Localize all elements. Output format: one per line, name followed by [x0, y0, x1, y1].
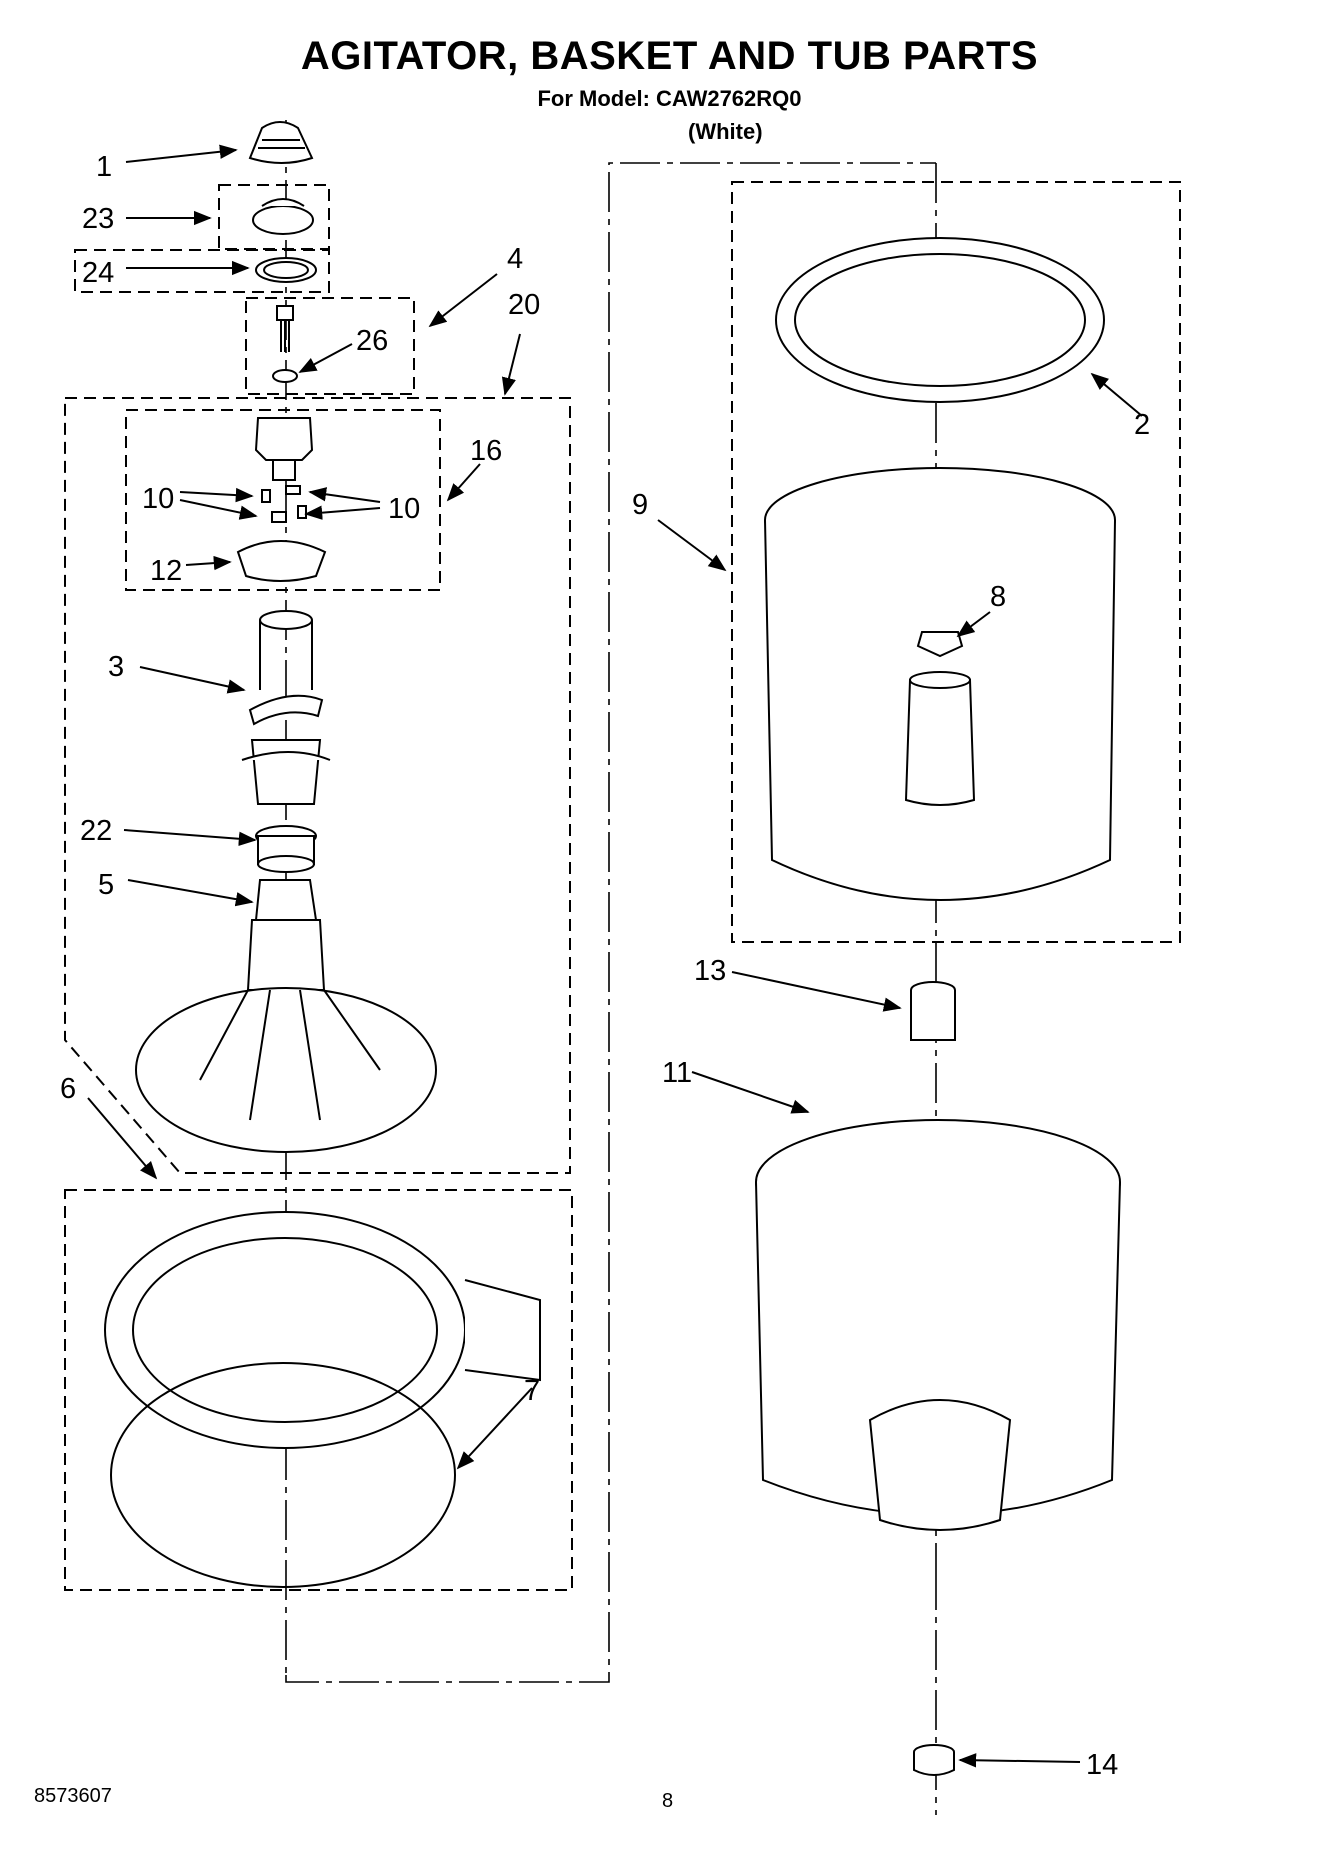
callout-3: 3: [108, 651, 124, 683]
callout-11: 11: [662, 1057, 692, 1089]
group-box-24: [74, 249, 330, 293]
tub-ring: [104, 1211, 541, 1449]
group-boxes: [64, 181, 1181, 1591]
callout-9: 9: [632, 489, 648, 521]
cam-assembly: [236, 417, 327, 582]
basket-nut: [916, 631, 964, 658]
page-title: AGITATOR, BASKET AND TUB PARTS: [300, 34, 1039, 78]
callout-2: 2: [1134, 409, 1150, 441]
group-box-7: [64, 1189, 573, 1591]
callout-4: 4: [507, 243, 523, 275]
group-box-20: [64, 397, 571, 1174]
group-box-4: [245, 297, 415, 395]
callout-1: 1: [96, 151, 112, 183]
agitator-bolt: [276, 305, 294, 352]
tub-seal: [913, 1744, 955, 1776]
callout-22: 22: [80, 815, 112, 847]
group-box-16: [125, 409, 441, 591]
callout-12: 12: [150, 555, 182, 587]
bolt-washer: [272, 369, 298, 383]
callout-24: 24: [82, 257, 114, 289]
callout-10-left: 10: [142, 483, 174, 515]
outer-tub: [755, 1119, 1121, 1531]
agitator-cap: [248, 121, 314, 164]
callout-7: 7: [524, 1375, 540, 1407]
callout-14: 14: [1086, 1749, 1118, 1781]
color-variant: (White): [688, 119, 763, 144]
callout-5: 5: [98, 869, 114, 901]
seal-ring-inner: [263, 261, 309, 279]
callout-arrows: [87, 144, 1143, 1768]
callout-20: 20: [508, 289, 540, 321]
group-box-9: [731, 181, 1181, 943]
callout-8: 8: [990, 581, 1006, 613]
agitator-barrel: [241, 610, 331, 805]
agitator-base: [135, 879, 437, 1153]
tub-clamp-band: [110, 1362, 456, 1588]
page-number: 8: [662, 1790, 674, 1812]
document-number: 8573607: [34, 1785, 112, 1807]
callout-13: 13: [694, 955, 726, 987]
callout-23: 23: [82, 203, 114, 235]
callout-16: 16: [470, 435, 502, 467]
basket-hub: [910, 981, 956, 1041]
cap-insert: [252, 198, 314, 235]
callout-26: 26: [356, 325, 388, 357]
model-line: For Model: CAW2762RQ0: [537, 86, 802, 111]
wash-basket: [764, 467, 1116, 901]
callout-10-right: 10: [388, 493, 420, 525]
balance-ring: [775, 237, 1105, 403]
callout-6: 6: [60, 1073, 76, 1105]
drive-bell: [255, 825, 317, 873]
